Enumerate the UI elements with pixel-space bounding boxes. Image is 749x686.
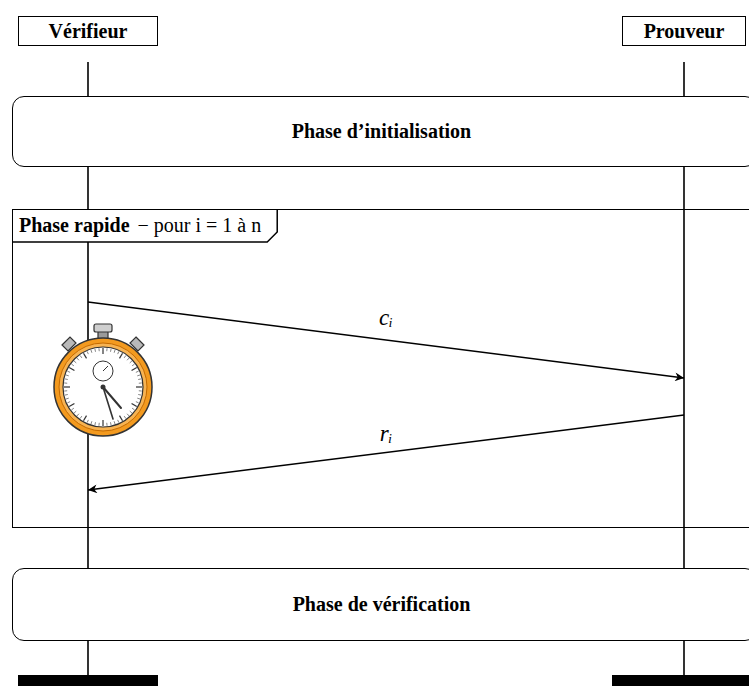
- stopwatch-face: [63, 347, 143, 427]
- stopwatch-hand: [103, 387, 113, 419]
- stopwatch-tick: [138, 394, 141, 396]
- actor-box: Prouveur: [622, 16, 746, 46]
- message-label: cᵢ: [376, 305, 396, 331]
- actor-box: Vérifieur: [18, 16, 158, 46]
- stopwatch-tick: [67, 402, 70, 403]
- stopwatch-tick: [139, 390, 142, 391]
- stopwatch-tick: [138, 378, 141, 380]
- stopwatch-tick: [69, 404, 74, 407]
- frame-tab-fill: [13, 210, 277, 242]
- stopwatch-tick: [94, 422, 96, 425]
- stopwatch-tick: [77, 358, 79, 360]
- stopwatch-tick: [130, 411, 132, 413]
- stopwatch-tick: [110, 422, 112, 425]
- phase-band: Phase de vérification: [12, 568, 749, 641]
- stopwatch-tick: [64, 386, 70, 387]
- stopwatch-tick: [114, 421, 116, 424]
- stopwatch-tick: [120, 353, 123, 358]
- stopwatch-tick: [136, 402, 139, 403]
- stopwatch-tick: [64, 390, 67, 391]
- actor-name: Vérifieur: [49, 20, 128, 43]
- message-arrow: [88, 415, 684, 490]
- stopwatch-tick: [87, 351, 88, 354]
- stopwatch-ticks: [64, 348, 142, 426]
- stopwatch-tick: [118, 420, 119, 423]
- stopwatch-bezel: [59, 343, 147, 431]
- stopwatch-tick: [132, 364, 134, 366]
- stopwatch-subdial: [93, 361, 113, 381]
- stopwatch-tick: [124, 355, 126, 357]
- stopwatch-tick: [132, 404, 137, 407]
- stopwatch-tick: [98, 423, 99, 426]
- stopwatch-tick: [64, 382, 67, 383]
- stopwatch-tick: [90, 421, 92, 424]
- stopwatch-tick: [66, 374, 69, 376]
- stopwatch-pivot: [101, 385, 106, 390]
- stopwatch-tick: [65, 394, 68, 396]
- stopwatch-tick: [137, 398, 140, 400]
- stopwatch-tick: [130, 361, 132, 363]
- message-label: rᵢ: [377, 421, 396, 447]
- stopwatch-tick: [127, 414, 129, 416]
- stopwatch-tick: [137, 374, 140, 376]
- lifeline-end-bar: [18, 675, 158, 686]
- band-content: Phase d’initialisation: [13, 97, 749, 166]
- lifeline-end-bar: [612, 675, 749, 686]
- stopwatch-tick: [84, 416, 87, 421]
- stopwatch-tick: [84, 353, 87, 358]
- stopwatch-tick: [124, 416, 126, 418]
- frame-tab-border: [13, 210, 277, 242]
- stopwatch-tick: [74, 361, 76, 363]
- stopwatch-tick: [71, 364, 73, 366]
- loop-frame: Phase rapide − pour i = 1 à n: [12, 209, 749, 528]
- stopwatch-tick: [110, 349, 112, 352]
- stopwatch-tick: [132, 408, 134, 410]
- actor-name: Prouveur: [644, 20, 725, 43]
- stopwatch-tick: [98, 348, 99, 351]
- phase-title: Phase de vérification: [293, 593, 471, 616]
- stopwatch-tick: [77, 414, 79, 416]
- frame-title: Phase rapide: [19, 214, 130, 236]
- stopwatch-hand: [103, 366, 108, 371]
- stopwatch-tick: [102, 420, 103, 426]
- stopwatch-tick: [80, 416, 82, 418]
- stopwatch-tick: [90, 350, 92, 353]
- stopwatch-tick: [80, 355, 82, 357]
- phase-band: Phase d’initialisation: [12, 96, 749, 167]
- band-content: Phase de vérification: [13, 569, 749, 640]
- stopwatch-crown: [94, 324, 112, 332]
- stopwatch-tick: [118, 351, 119, 354]
- frame-condition: − pour i = 1 à n: [138, 214, 262, 236]
- stopwatch-tick: [139, 382, 142, 383]
- stopwatch-tick: [66, 398, 69, 400]
- stopwatch-tick: [65, 378, 68, 380]
- stopwatch-tick: [106, 348, 107, 351]
- stopwatch-tick: [120, 416, 123, 421]
- phase-title: Phase d’initialisation: [292, 120, 471, 143]
- stopwatch-tick: [102, 348, 103, 354]
- stopwatch-tick: [87, 420, 88, 423]
- stopwatch-case: [54, 338, 152, 436]
- message-arrow: [88, 302, 684, 378]
- stopwatch-tick: [67, 371, 70, 372]
- stopwatch-tick: [69, 368, 74, 371]
- frame-tab: Phase rapide − pour i = 1 à n: [13, 210, 277, 242]
- stopwatch-tick: [132, 368, 137, 371]
- stopwatch-tick: [71, 408, 73, 410]
- stopwatch-tick: [136, 371, 139, 372]
- stopwatch-tick: [127, 358, 129, 360]
- stopwatch-tick: [114, 350, 116, 353]
- stopwatch-icon: [54, 324, 152, 436]
- stopwatch-tick: [136, 386, 142, 387]
- stopwatch-tick: [94, 349, 96, 352]
- stopwatch-tick: [74, 411, 76, 413]
- stopwatch-tick: [106, 423, 107, 426]
